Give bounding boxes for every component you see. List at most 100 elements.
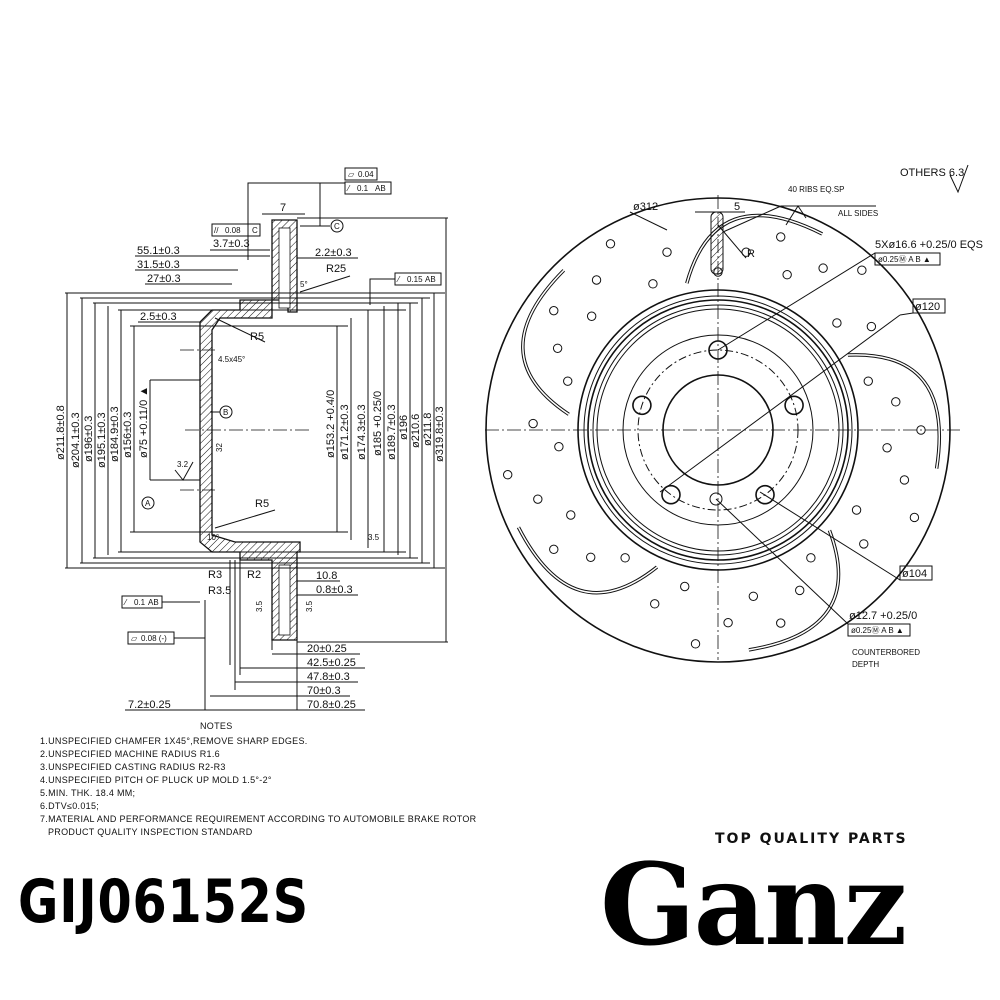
roughness-3-5b: 3.5 <box>255 600 264 612</box>
dia-211-8: ø211.8±0.8 <box>55 405 67 460</box>
dim-55-1: 55.1±0.3 <box>137 245 180 257</box>
extension-lines <box>65 217 448 710</box>
dia-204-1: ø204.1±0.3 <box>70 412 82 468</box>
runout3-ref: AB <box>148 598 159 607</box>
svg-text:⁄: ⁄ <box>346 184 351 193</box>
dim-42-5: 42.5±0.25 <box>307 657 356 669</box>
flatness-value: 0.04 <box>358 170 374 179</box>
bolt-hole <box>784 395 804 416</box>
diameter-dimension-lines <box>66 218 447 642</box>
roughness-3-2: 3.2 <box>177 460 189 469</box>
dim-27: 27±0.3 <box>147 273 181 285</box>
svg-text:▱: ▱ <box>131 634 138 643</box>
note-2: 2.UNSPECIFIED MACHINE RADIUS R1.6 <box>40 749 220 759</box>
slot-inner <box>517 526 658 594</box>
slot-inner <box>748 530 840 651</box>
datum-c: C <box>334 222 340 231</box>
drill-hole <box>859 539 869 549</box>
drill-hole <box>552 343 563 353</box>
roughness-3-5c: 3.5 <box>305 600 314 612</box>
dia-184-9: ø184.9±0.3 <box>109 406 121 462</box>
slot <box>521 269 570 416</box>
note-4: 4.UNSPECIFIED PITCH OF PLUCK UP MOLD 1.5… <box>40 775 272 785</box>
dim-2-2: 2.2±0.3 <box>315 247 352 259</box>
dia-210-6: ø210.6 <box>410 414 422 448</box>
slot <box>847 353 942 469</box>
drill-hole <box>586 552 596 562</box>
drill-hole <box>690 639 701 649</box>
datum-b: B <box>223 408 228 417</box>
drill-hole <box>806 553 816 563</box>
drill-hole <box>916 425 926 435</box>
slot-inner <box>847 354 941 469</box>
notes: NOTES 1.UNSPECIFIED CHAMFER 1X45°,REMOVE… <box>40 721 477 837</box>
drill-hole <box>586 311 597 321</box>
drill-hole <box>549 305 559 316</box>
top-annotations: ▱ 0.04 ⁄ 0.1 AB 7 // 0.08 C C 3.7±0.3 55… <box>135 167 442 542</box>
note-7: 7.MATERIAL AND PERFORMANCE REQUIREMENT A… <box>40 814 477 824</box>
depth-label: DEPTH <box>852 660 879 669</box>
drill-hole <box>723 618 733 628</box>
dia-189-7: ø189.7±0.3 <box>386 404 398 460</box>
datum-a: A <box>145 499 151 508</box>
roughness-32: 32 <box>215 443 224 452</box>
radius-2: R2 <box>247 569 261 581</box>
bolt-hole <box>632 395 652 416</box>
dim-70-8: 70.8±0.25 <box>307 699 356 711</box>
section-view: ø211.8±0.8 ø204.1±0.3 ø196±0.3 ø195.1±0.… <box>55 167 448 711</box>
drill-hole <box>782 269 792 280</box>
dia-174-3: ø174.3±0.3 <box>356 404 368 460</box>
all-sides: ALL SIDES <box>838 209 878 218</box>
angle-5: 5° <box>300 280 308 289</box>
drill-hole <box>832 318 842 328</box>
bolt-holes-gdt: ø0.25Ⓜ A B ▲ <box>878 255 931 264</box>
drill-hole <box>662 247 672 257</box>
slot-inner <box>686 214 823 284</box>
bolt-hole <box>708 340 728 360</box>
runout2-value: 0.15 <box>407 275 423 284</box>
drill-hole <box>741 247 751 257</box>
rotor-outer-edge <box>485 197 951 663</box>
dia-196: ø196±0.3 <box>83 416 95 462</box>
parallel-ref: C <box>252 226 258 235</box>
brand-tagline: TOP QUALITY PARTS <box>715 831 908 847</box>
right-diameter-labels: ø153.2 +0.4/0 ø171.2±0.3 ø174.3±0.3 ø185… <box>325 390 446 462</box>
others-roughness: OTHERS 6.3 <box>900 167 964 179</box>
svg-text://: // <box>214 226 219 235</box>
drill-hole <box>563 376 573 386</box>
radius-3-5: R3.5 <box>208 585 231 597</box>
note-5: 5.MIN. THK. 18.4 MM; <box>40 788 135 798</box>
front-view: OTHERS 6.3 40 RIBS EQ.SP ALL SIDES ø312 … <box>485 164 983 669</box>
dim-0-8: 0.8±0.3 <box>316 584 353 596</box>
dia-156: ø156±0.3 <box>122 412 134 458</box>
radius-25: R25 <box>326 263 346 275</box>
vent-channel-bottom <box>278 564 291 636</box>
width-7: 7 <box>280 202 286 214</box>
roughness-3-5a: 3.5 <box>368 533 380 542</box>
part-number: GIJ06152S <box>18 867 309 937</box>
runout3-value: 0.1 <box>134 598 146 607</box>
dia-75: ø75 +0.11/0 ▲ <box>138 386 150 458</box>
bolt-hole <box>661 484 681 505</box>
small-hole-label: ø12.7 +0.25/0 <box>849 610 917 622</box>
dim-47-8: 47.8±0.3 <box>307 671 350 683</box>
drill-hole <box>851 505 862 515</box>
center-bore <box>662 374 774 486</box>
dia-195-1: ø195.1±0.3 <box>96 412 108 468</box>
drill-hole <box>680 581 690 592</box>
radius-5-bottom: R5 <box>255 498 269 510</box>
drill-hole <box>566 510 576 520</box>
bolt-hole <box>755 484 775 505</box>
dim-2-5: 2.5±0.3 <box>140 311 177 323</box>
bolt-holes-label: 5Xø16.6 +0.25/0 EQS <box>875 239 983 251</box>
dim-70: 70±0.3 <box>307 685 341 697</box>
runout-value: 0.1 <box>357 184 369 193</box>
width-5: 5 <box>734 201 740 213</box>
dia-196-right: ø196 <box>398 415 410 440</box>
drill-hole <box>502 470 513 480</box>
drill-hole <box>648 279 658 289</box>
dia-153-2: ø153.2 +0.4/0 <box>325 390 337 458</box>
dia-120: ø120 <box>915 301 940 313</box>
note-3: 3.UNSPECIFIED CASTING RADIUS R2-R3 <box>40 762 226 772</box>
